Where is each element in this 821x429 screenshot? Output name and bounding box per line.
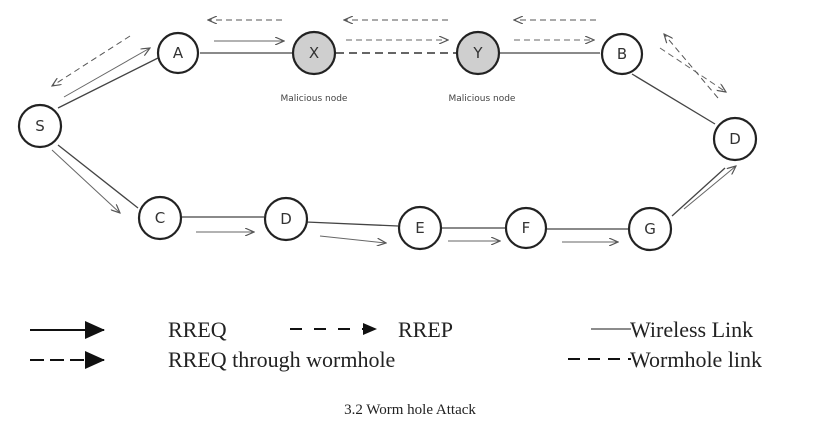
rreq-G-D1	[683, 166, 736, 210]
rreq-S-C	[51, 149, 120, 213]
malicious-node-label-X: Malicious node	[281, 94, 348, 104]
node-F: F	[504, 206, 548, 250]
legend-rreq-label: RREQ	[168, 317, 227, 342]
node-E: E	[397, 205, 443, 251]
node-C-label: C	[155, 209, 165, 227]
node-D2-label: D	[280, 210, 292, 228]
node-B-label: B	[617, 45, 627, 63]
figure-caption: 3.2 Worm hole Attack	[344, 402, 476, 418]
malicious-node-label-Y: Malicious node	[449, 94, 516, 104]
node-G: G	[627, 206, 673, 252]
node-D1-label: D	[729, 130, 741, 148]
node-G-label: G	[644, 220, 656, 238]
node-S: S	[17, 103, 63, 149]
legend-rreq-wormhole-label: RREQ through wormhole	[168, 347, 395, 372]
rreq-D2-E	[319, 235, 386, 243]
rreq-arrows	[51, 41, 736, 243]
node-Y-malicious: Y	[455, 30, 501, 76]
node-D-intermediate: D	[263, 196, 309, 242]
rrep-D1-B	[664, 34, 719, 99]
node-F-label: F	[522, 219, 531, 237]
legend-wireless-label: Wireless Link	[630, 317, 753, 342]
rreq-wormhole-arrows	[346, 40, 726, 92]
rrep-A-S	[52, 35, 131, 86]
legend-rrep-label: RREP	[398, 317, 453, 342]
node-A: A	[156, 31, 200, 75]
wireless-links	[57, 52, 726, 230]
link-S-C	[57, 144, 139, 209]
link-S-A	[57, 57, 159, 109]
node-D-destination: D	[712, 116, 758, 162]
node-B: B	[600, 32, 644, 76]
rrep-arrows	[52, 20, 719, 99]
node-A-label: A	[173, 44, 184, 62]
link-B-D1	[631, 73, 716, 125]
legend: RREQ RREP Wireless Link RREQ through wor…	[30, 317, 762, 372]
legend-wormhole-label: Wormhole link	[630, 347, 762, 372]
node-C: C	[137, 195, 183, 241]
link-G-D1	[671, 167, 726, 217]
node-Y-label: Y	[472, 44, 483, 62]
rreq-wormhole-B-D1	[659, 47, 726, 92]
rreq-S-A	[63, 48, 150, 98]
node-E-label: E	[415, 219, 424, 237]
node-X-label: X	[309, 44, 319, 62]
node-S-label: S	[35, 117, 45, 135]
link-D2-E	[305, 221, 399, 227]
node-X-malicious: X	[291, 30, 337, 76]
